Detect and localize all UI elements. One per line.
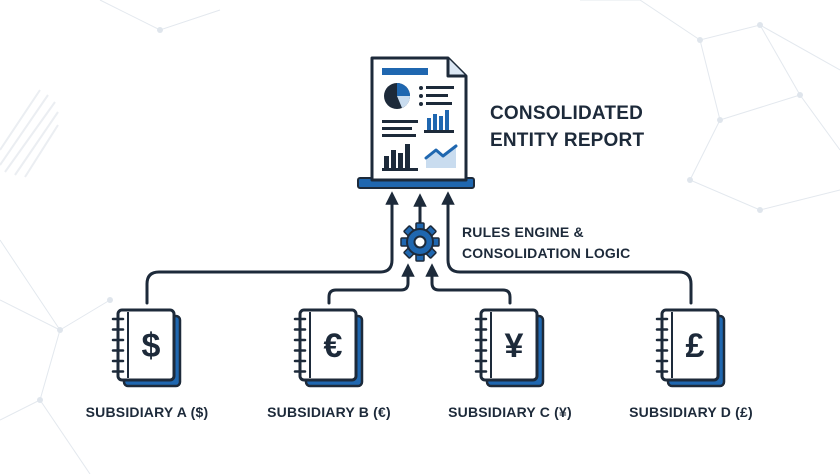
- connector-c: [425, 263, 512, 305]
- subsidiary-a-label: SUBSIDIARY A ($): [85, 404, 209, 420]
- connector-lines: [145, 191, 693, 305]
- rules-engine-label-line2: CONSOLIDATION LOGIC: [462, 245, 631, 261]
- gear-icon: [400, 222, 440, 262]
- subsidiary-a-book-icon: $: [111, 308, 182, 388]
- report-title-line1: CONSOLIDATED: [490, 103, 643, 124]
- subsidiary-books: $ € ¥ £: [111, 308, 726, 388]
- connector-b: [327, 263, 415, 305]
- subsidiary-d-label: SUBSIDIARY D (£): [629, 404, 753, 420]
- currency-symbol-a: $: [142, 327, 161, 365]
- currency-symbol-c: ¥: [505, 327, 524, 365]
- background-hatch-circle: [0, 89, 59, 178]
- report-title: CONSOLIDATED ENTITY REPORT: [490, 100, 644, 154]
- subsidiary-c-book-icon: ¥: [474, 308, 545, 388]
- rules-engine-label-line1: RULES ENGINE &: [462, 224, 584, 240]
- report-title-line2: ENTITY REPORT: [490, 130, 645, 151]
- connector-d: [441, 191, 693, 305]
- currency-symbol-b: €: [324, 327, 343, 365]
- rules-engine-label: RULES ENGINE & CONSOLIDATION LOGIC: [462, 222, 630, 264]
- subsidiary-d-book-icon: £: [655, 308, 726, 388]
- connector-a: [145, 191, 399, 305]
- background-network-nodes: [37, 22, 803, 403]
- subsidiary-c-label: SUBSIDIARY C (¥): [448, 404, 572, 420]
- subsidiary-b-book-icon: €: [293, 308, 364, 388]
- subsidiary-b-label: SUBSIDIARY B (€): [267, 404, 391, 420]
- report-document-icon: [357, 56, 475, 189]
- currency-symbol-d: £: [686, 327, 705, 365]
